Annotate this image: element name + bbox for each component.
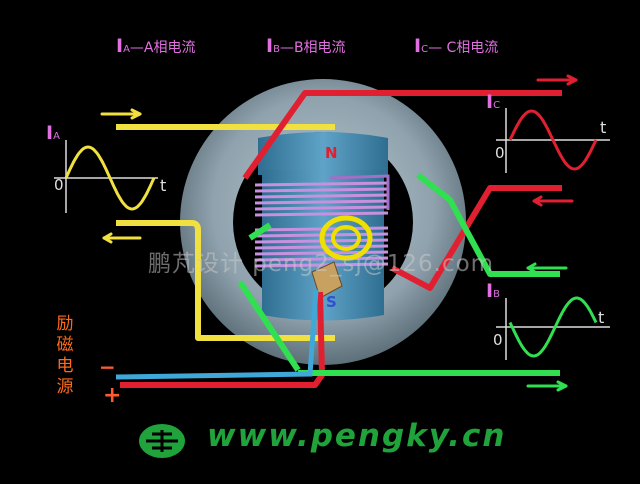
brand-logo-icon bbox=[139, 424, 185, 458]
slip-ring bbox=[311, 215, 373, 299]
phase-c-winding bbox=[120, 90, 562, 388]
waveform-b-t-label: t bbox=[598, 308, 605, 327]
waveform-c bbox=[496, 108, 610, 173]
excitation-wire bbox=[115, 289, 319, 380]
waveform-a bbox=[54, 140, 158, 213]
arrow-b-in bbox=[526, 262, 568, 274]
phase-b-winding bbox=[237, 172, 560, 376]
arrow-c-out bbox=[536, 74, 578, 86]
legend-phase-b: IB—B相电流 bbox=[266, 35, 346, 57]
phase-a-winding bbox=[116, 124, 335, 341]
waveform-a-label: IA bbox=[46, 122, 60, 144]
waveform-a-curve bbox=[64, 145, 156, 211]
waveform-b bbox=[496, 296, 610, 360]
waveform-c-label: IC bbox=[486, 91, 501, 113]
waveform-b-origin: 0 bbox=[493, 331, 503, 349]
arrow-a-out bbox=[102, 232, 142, 244]
arrow-a-in bbox=[100, 108, 142, 120]
waveform-b-label: IB bbox=[486, 280, 500, 302]
arrow-b-out bbox=[526, 380, 568, 392]
excitation-plus: + bbox=[103, 383, 122, 408]
rotor-winding-upper bbox=[254, 174, 390, 217]
waveform-a-t-label: t bbox=[160, 176, 167, 195]
watermark: 鹏芃设计 peng2_sj@126.com bbox=[148, 251, 495, 277]
waveform-c-curve bbox=[508, 109, 598, 171]
site-url[interactable]: www.pengky.cn bbox=[207, 418, 507, 454]
waveform-c-t-label: t bbox=[600, 118, 607, 137]
legend-phase-a: IA—A相电流 bbox=[116, 35, 196, 57]
legend-phase-c: IC— C相电流 bbox=[414, 35, 499, 57]
flow-arrows bbox=[100, 74, 578, 392]
rotor-south-pole: S bbox=[326, 293, 337, 311]
waveform-c-origin: 0 bbox=[495, 144, 505, 162]
arrow-c-in bbox=[532, 195, 574, 207]
rotor-north-pole: N bbox=[325, 144, 338, 162]
waveform-b-curve bbox=[508, 296, 598, 358]
excitation-minus: − bbox=[99, 355, 116, 379]
excitation-source-label: 励 磁 电 源 bbox=[56, 314, 74, 397]
waveform-a-origin: 0 bbox=[54, 176, 64, 194]
